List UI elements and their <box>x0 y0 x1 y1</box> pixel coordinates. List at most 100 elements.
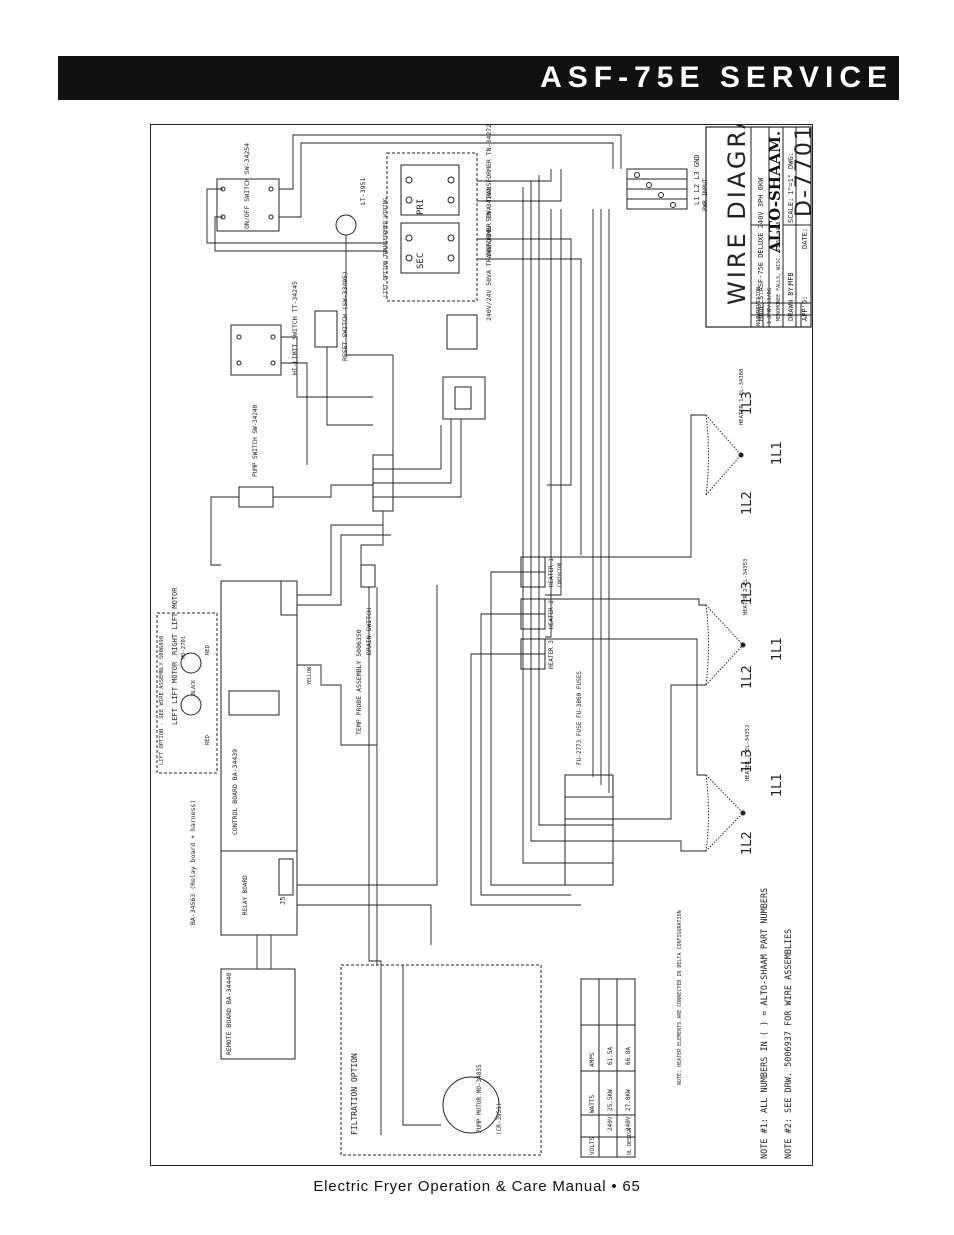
power-input-terminal <box>626 168 688 210</box>
h3-l2: 1L2 <box>740 831 755 855</box>
diagram-title: WIRE DIAGRAM <box>723 125 751 305</box>
heater-3-delta <box>705 774 746 852</box>
heater-2-label: HEATER 2 EL-34353 <box>743 559 749 615</box>
h3-l3: 1L3 <box>740 749 755 773</box>
relay-label: RELAY BOARD <box>242 875 249 915</box>
dwg-label: DWG: <box>787 152 795 169</box>
pri-label: PRI <box>416 199 426 215</box>
left-lift-motor-label: LEFT LIFT MOTOR <box>171 661 179 725</box>
fuse-holder <box>564 774 614 886</box>
ratings-table <box>580 978 636 1158</box>
heater-contactor-2: HEATER 2 <box>548 600 555 629</box>
reset-label: RESET SWITCH (SW-33495) <box>341 271 349 361</box>
h2-l3: 1L3 <box>740 581 755 605</box>
heater-contactor-3: HEATER 3 <box>548 640 555 669</box>
transformer-1-label: 240V/24V 50VA TRANSFORMER TN-34272 <box>485 125 493 257</box>
on-off-label: ON/OFF SWITCH SW-34254 <box>243 143 251 229</box>
pump-switch-label: PUMP SWITCH SW-34240 <box>252 404 259 477</box>
drawn-by-label: DRAWN BY: <box>787 283 795 321</box>
note-2: NOTE #2: SEE DRW. 5006937 FOR WIRE ASSEM… <box>784 929 794 1159</box>
lt-label: LT-3951 <box>359 178 367 205</box>
table-header-watts: WATTS <box>589 1095 596 1113</box>
models-line: MODELS:ASF-75E DELUXE 240V 3PH 6KW <box>757 177 765 321</box>
relay-board-label: BA-34563 (Relay board + harness) <box>189 800 197 925</box>
contactor-label: CONTACTOR <box>557 562 563 587</box>
red-wire-label-2: RED <box>205 735 211 745</box>
rev-no: 1 <box>767 321 773 324</box>
sec-label: SEC <box>416 253 426 269</box>
drawn-by: MFB <box>787 272 795 285</box>
scale-value: 1"=1" <box>787 174 795 195</box>
temp-controller <box>442 376 486 420</box>
relay-board <box>220 850 298 936</box>
h2-l1: 1L1 <box>770 637 785 661</box>
note-1: NOTE #1: ALL NUMBERS IN ( ) = ALTO-SHAAM… <box>760 888 770 1159</box>
rev-revision-header: REVISION <box>756 287 762 314</box>
right-lift-motor-icon <box>180 652 202 674</box>
left-lift-motor-icon <box>180 694 202 716</box>
control-board-label: CONTROL BOARD BA-34439 <box>231 749 239 835</box>
row1-watts: 25.5KW <box>607 1089 614 1111</box>
brand-logo: ALTO-SHAAM. <box>766 131 784 254</box>
row2-amps: 66.8A <box>625 1047 632 1065</box>
control-board-connector <box>280 580 298 616</box>
date-label: DATE: <box>801 228 809 249</box>
title-block <box>705 126 812 328</box>
indicator-light-icon <box>335 214 357 236</box>
filtration-label: FILTRATION OPTION <box>350 1053 359 1135</box>
drain-switch <box>360 564 376 588</box>
heater-contactor-1: HEATER 1 <box>548 558 555 587</box>
company-location: MENOMONEE FALLS, WISC. 53052-0450 <box>776 222 782 321</box>
rev-by-header: BY <box>756 312 762 319</box>
row1-volts: 240V <box>607 1116 614 1131</box>
wiring <box>206 134 706 1135</box>
lift-option-wiring-label: LIFT OPTION TRANSFORMER WIRING <box>383 198 389 297</box>
row1-amps: 61.5A <box>607 1047 614 1065</box>
right-lift-motor-label: RIGHT LIFT MOTOR <box>171 587 179 655</box>
page-title: ASF-75E SERVICE <box>540 61 893 94</box>
h1-l2: 1L2 <box>740 491 755 515</box>
fuse-label: FU-2773 FUSE FU-3860 FUSES <box>576 671 583 765</box>
rev-date: 7/13/06 <box>767 288 773 311</box>
heater-2-delta <box>705 604 746 686</box>
control-board-display <box>228 690 280 716</box>
remote-board-label: REMOTE BOARD BA-34440 <box>225 973 233 1055</box>
header-bar: ASF-75E SERVICE <box>58 56 899 100</box>
row2-volts: 240V <box>625 1116 632 1131</box>
page-footer: Electric Fryer Operation & Care Manual •… <box>313 1178 641 1195</box>
rev-no-header: NO. <box>756 316 762 326</box>
heater-note: NOTE: HEATER ELEMENTS ARE CONNECTED IN D… <box>677 910 683 1085</box>
pump-motor-icon <box>442 1076 500 1134</box>
row2-watts: 27.8KW <box>625 1089 632 1111</box>
lift-option-label: LIFT OPTION - SEE WIRE ASSEMBLY 5006898 <box>159 636 165 765</box>
yellow-wire-label: YELLOW <box>307 666 313 685</box>
pump-switch <box>238 486 274 508</box>
transformer-2-body <box>446 314 478 350</box>
h2-l2: 1L2 <box>740 665 755 689</box>
h3-l1: 1L1 <box>770 773 785 797</box>
motor-id: MO-2701 <box>181 636 187 659</box>
filtration-box <box>340 964 542 1156</box>
transformer-block <box>386 152 478 302</box>
terminal-labels: L1 L2 L3 GND <box>693 154 701 205</box>
remote-board <box>220 968 296 1060</box>
heater-1-label: HEATER 1 EL-34388 <box>739 369 745 425</box>
table-header-ul: UL DESIGN <box>627 1128 633 1155</box>
temp-probe-label: TEMP PROBE ASSEMBLY 5006350 <box>355 629 363 735</box>
h1-l3: 1L3 <box>740 391 755 415</box>
hi-limit-label: HI-LIMIT SWITCH TT-34245 <box>291 281 299 375</box>
transformer-2-label: 240V/24V 50VA TRANSFORMER TN-34182 <box>485 188 493 321</box>
heater-3-label: HEATER 3 EL-34353 <box>745 725 751 781</box>
wire-diagram: WIRE DIAGRAM MODELS:ASF-75E DELUXE 240V … <box>150 124 814 1166</box>
on-off-switch <box>216 178 280 232</box>
contactor-group <box>520 556 546 670</box>
approved-label: APP'D: <box>801 296 809 321</box>
j5-label: J5 <box>279 897 287 905</box>
hi-limit-switch <box>230 324 282 376</box>
rev-by: JPK <box>767 308 773 319</box>
temp-controller-core <box>454 386 472 410</box>
scale-label: SCALE: <box>787 198 795 223</box>
lift-option-box <box>156 612 218 774</box>
red-wire-label: RED <box>205 645 211 655</box>
table-header-volts: VOLTS <box>589 1137 596 1155</box>
